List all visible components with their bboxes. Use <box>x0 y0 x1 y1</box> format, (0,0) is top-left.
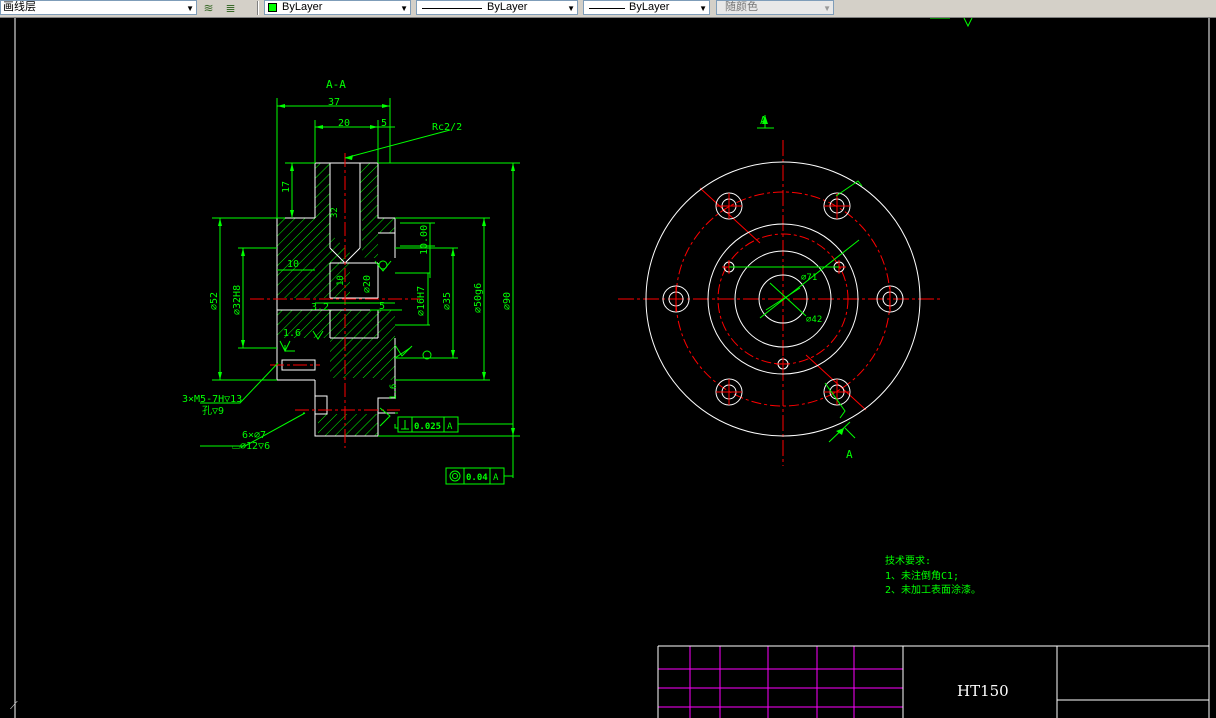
drawing-canvas[interactable]: A-A 37 20 5 Rc2/2 17 32 10.00 ⌀52 ⌀32H8 … <box>0 18 1216 718</box>
layer-dropdown[interactable]: 画线层 ▼ <box>0 0 197 15</box>
dim-phi71: ⌀71 <box>801 273 817 283</box>
notes-line-2: 2、未加工表面涂漆。 <box>885 583 981 596</box>
dim-10: 10 <box>287 259 299 270</box>
color-swatch-icon <box>268 3 277 12</box>
plotstyle-value: 随颜色 <box>725 1 758 13</box>
title-block: HT150 <box>657 645 1209 718</box>
lineweight-preview-icon <box>589 8 625 9</box>
dim-phi42: ⌀42 <box>806 315 822 325</box>
dim-phi32h8: ⌀32H8 <box>232 285 243 315</box>
layer-name: 画线层 <box>3 1 36 13</box>
dim-phi52: ⌀52 <box>209 292 220 310</box>
roughness-1-6: 1.6 <box>283 328 301 339</box>
dim-10-00: 10.00 <box>419 225 430 255</box>
roughness-3-2: 3.2 <box>311 302 329 313</box>
notes-line-1: 1、未注倒角C1; <box>885 569 959 582</box>
dim-10b: 10 <box>336 275 346 286</box>
dim-17: 17 <box>281 181 292 193</box>
chevron-down-icon: ▼ <box>823 4 831 13</box>
tolerance-ref-2: A <box>493 473 499 483</box>
color-dropdown[interactable]: ByLayer ▼ <box>264 0 411 15</box>
plan-outline <box>645 161 921 437</box>
dim-phi35: ⌀35 <box>442 292 453 310</box>
material-label: HT150 <box>957 682 1009 700</box>
chevron-down-icon: ▼ <box>400 4 408 13</box>
dim-5b: 5 <box>379 301 385 312</box>
surface-finish-marks <box>279 260 413 427</box>
finish-symbol-icon <box>422 350 432 360</box>
tolerance-value-1: 0.025 <box>414 422 441 432</box>
linetype-value: ByLayer <box>487 1 528 13</box>
linetype-preview-icon <box>422 8 482 9</box>
lineweight-value: ByLayer <box>629 1 670 13</box>
counterbore-callout: ⌴⌀12▽6 <box>232 441 270 452</box>
dim-5: 5 <box>381 118 387 129</box>
cut-label-top: A <box>760 114 767 127</box>
color-value: ByLayer <box>282 1 323 13</box>
notes-title: 技术要求: <box>885 554 931 567</box>
tolerance-ref-1: A <box>447 422 453 432</box>
dim-phi16h7: ⌀16H7 <box>416 286 427 316</box>
finish-symbol-icon <box>378 260 388 270</box>
plan-dimension-lines <box>729 115 863 443</box>
dim-32: 32 <box>330 207 340 218</box>
toolbar-separator <box>257 1 259 15</box>
cut-arrowheads <box>762 115 844 435</box>
dim-20: 20 <box>338 118 350 129</box>
section-centerlines <box>250 153 420 448</box>
roughness-1-6b: 1.6 <box>389 384 399 400</box>
layer-states-icon[interactable]: ≣ <box>225 1 236 15</box>
properties-toolbar: 画线层 ▼ ≋ ≣ ByLayer ▼ ByLayer ▼ ByLayer ▼ … <box>0 0 1216 18</box>
chevron-down-icon: ▼ <box>567 4 575 13</box>
chevron-down-icon: ▼ <box>186 4 194 13</box>
linetype-dropdown[interactable]: ByLayer ▼ <box>416 0 578 15</box>
dim-phi90: ⌀90 <box>502 292 513 310</box>
section-hatching <box>277 163 395 436</box>
technical-notes: 技术要求: 1、未注倒角C1; 2、未加工表面涂漆。 <box>885 554 981 596</box>
dim-phi20: ⌀20 <box>362 275 373 293</box>
tolerance-value-2: 0.04 <box>466 473 488 483</box>
dim-37: 37 <box>328 97 340 108</box>
ucs-icon: ⟋ <box>10 700 18 712</box>
chevron-down-icon: ▼ <box>699 4 707 13</box>
lineweight-dropdown[interactable]: ByLayer ▼ <box>583 0 710 15</box>
dim-phi50g6: ⌀50g6 <box>473 283 484 313</box>
dimension-arrowheads <box>218 104 515 436</box>
plotstyle-dropdown: 随颜色 ▼ <box>716 0 834 15</box>
thread-depth: 孔▽9 <box>202 405 224 417</box>
tolerance-frames <box>397 416 513 485</box>
thread-callout: 3×M5-7H▽13 <box>182 394 242 405</box>
section-label: A-A <box>326 78 346 91</box>
cut-label-bottom: A <box>846 448 853 461</box>
section-dimension-lines <box>200 98 520 478</box>
dim-rc: Rc2/2 <box>432 122 462 133</box>
hole-callout: 6×⌀7 <box>242 430 266 441</box>
layer-previous-icon[interactable]: ≋ <box>203 1 214 15</box>
